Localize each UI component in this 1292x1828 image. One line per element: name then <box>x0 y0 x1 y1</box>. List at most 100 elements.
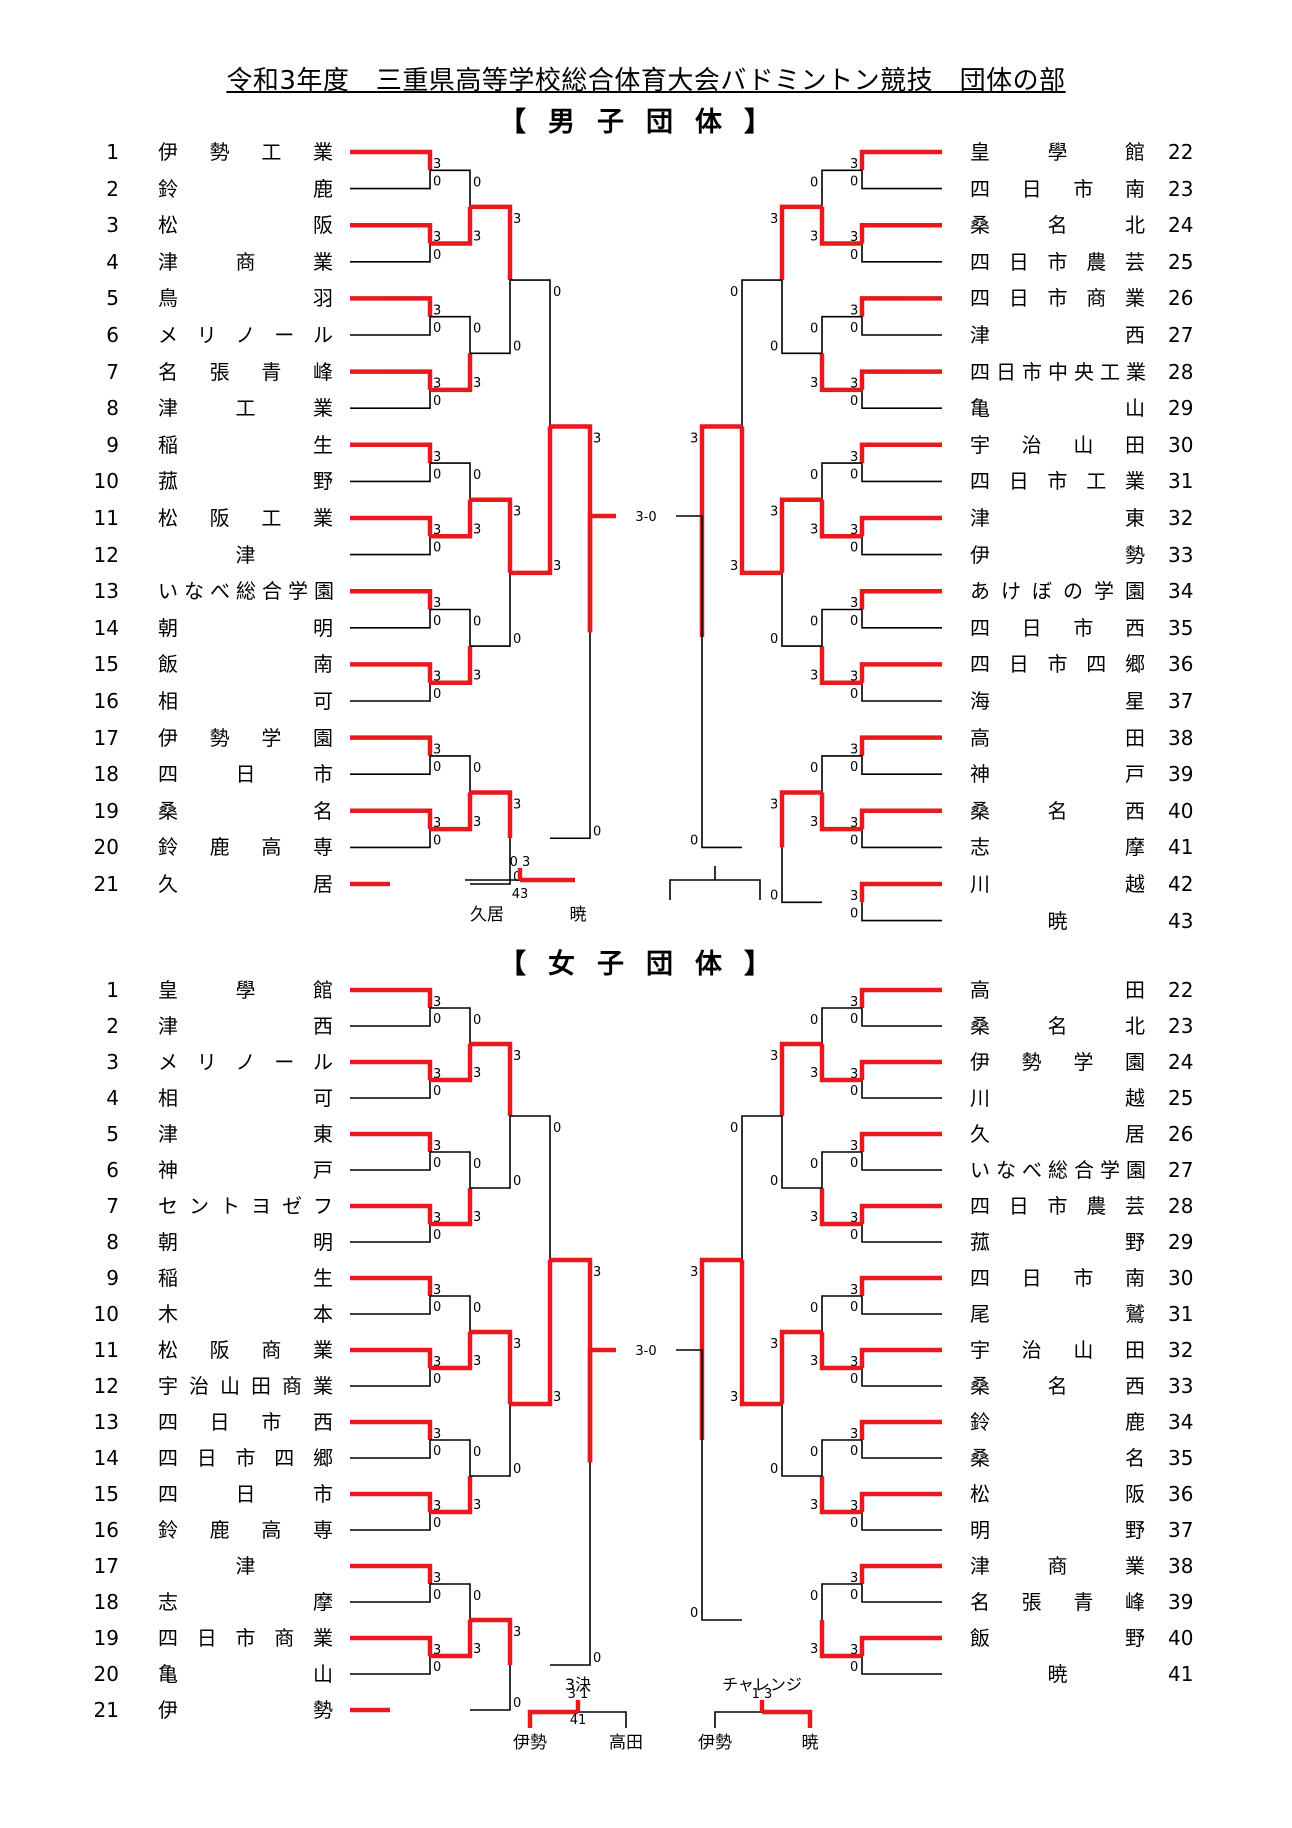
score-label: 3 <box>433 669 441 684</box>
men-right-team-number: 28 <box>1168 359 1194 384</box>
men-right-team-number: 23 <box>1168 176 1194 201</box>
women-left-team-number: 18 <box>93 1590 119 1614</box>
score-label: 3 <box>770 212 778 227</box>
men-left-team-number: 9 <box>106 432 119 457</box>
men-right-team-name: 伊勢 <box>970 542 1145 567</box>
women-challenge-line-left <box>714 1711 762 1728</box>
men-right-team-number: 41 <box>1168 835 1194 860</box>
women-right-team-name: 伊勢学園 <box>970 1050 1145 1074</box>
score-label: 0 <box>433 833 441 848</box>
bracket-line <box>781 280 822 355</box>
bracket-line <box>781 572 822 647</box>
final-line-left <box>587 1347 616 1463</box>
bracket-line <box>430 1332 473 1371</box>
men-right-team-name: 津東 <box>970 506 1145 530</box>
score-label: 3 <box>433 230 441 245</box>
score-label: 0 <box>690 1606 698 1621</box>
score-label: 3 <box>770 505 778 520</box>
women-right-team-name: 川越 <box>970 1086 1145 1110</box>
bracket-line <box>861 1296 902 1315</box>
men-left-team-name: 津商業 <box>158 249 333 274</box>
score-label: 0 <box>433 687 441 702</box>
women-left-team-number: 20 <box>93 1662 119 1686</box>
score-label: 3 <box>770 1049 778 1064</box>
bracket-line <box>550 632 591 840</box>
women-left-team-name: 宇治山田商業 <box>158 1374 333 1398</box>
men-right-team-number: 24 <box>1168 213 1194 238</box>
score-label: 0 <box>850 175 858 190</box>
score-label: 3 <box>433 1139 441 1154</box>
score-label: 0 <box>770 632 778 647</box>
bracket-line <box>550 1462 591 1666</box>
women-left-team-number: 16 <box>93 1518 119 1542</box>
bracket-line <box>390 222 433 244</box>
score-label: 0 <box>473 1157 481 1172</box>
men-left-team-name: 鈴鹿高専 <box>158 835 333 860</box>
score-label: 3 <box>433 1283 441 1298</box>
men-left-team-name: 桑名 <box>158 798 333 823</box>
bracket-line <box>861 1008 902 1027</box>
bracket-line <box>470 1665 511 1711</box>
bracket-line <box>390 316 431 336</box>
final-score-label: 3-0 <box>635 510 656 525</box>
men-left-team-name: 津 <box>235 542 256 567</box>
score-label: 0 <box>850 1228 858 1243</box>
score-label: 3 <box>850 450 858 465</box>
score-label: 3 <box>433 1499 441 1514</box>
bracket-line <box>390 1008 431 1027</box>
score-label: 0 <box>810 468 818 483</box>
bracket-line <box>390 588 433 610</box>
third-place-right-name: 高田 <box>609 1733 643 1753</box>
bracket-line <box>859 808 902 830</box>
women-right-team-number: 23 <box>1168 1014 1194 1038</box>
score-label: 3 <box>593 1265 601 1280</box>
bracket-line <box>550 1257 593 1463</box>
bracket-line <box>741 1115 782 1260</box>
bracket-line <box>819 646 862 685</box>
score-label: 0 <box>513 339 521 354</box>
bracket-line <box>430 1295 471 1332</box>
bracket-line <box>390 170 431 190</box>
score-label: 0 <box>473 322 481 337</box>
men-left-team-number: 17 <box>93 725 119 750</box>
women-left-team-number: 3 <box>106 1050 119 1074</box>
women-left-team-number: 9 <box>106 1266 119 1290</box>
third-place-label: 3決 <box>565 1675 591 1694</box>
bracket-line <box>819 206 862 246</box>
women-left-team-number: 4 <box>106 1086 119 1110</box>
bracket-line <box>390 1203 433 1224</box>
men-right-team-number: 25 <box>1168 249 1194 274</box>
bracket-line <box>390 149 433 171</box>
score-label: 3 <box>850 669 858 684</box>
bracket-line <box>510 1260 553 1407</box>
women-right-team-name: 高田 <box>970 978 1145 1002</box>
women-challenge-label: チャレンジ <box>722 1675 802 1694</box>
score-label: 0 <box>433 175 441 190</box>
bracket-line <box>390 755 431 776</box>
score-label: 0 <box>850 1444 858 1459</box>
score-label: 0 <box>553 285 561 300</box>
men-right-team-number: 35 <box>1168 615 1194 640</box>
score-label: 0 <box>850 1372 858 1387</box>
men-left-team-name: 鳥羽 <box>158 286 333 311</box>
women-left-team-number: 14 <box>93 1446 119 1470</box>
score-label: 3 <box>473 376 481 391</box>
bracket-line <box>430 462 471 500</box>
women-left-team-name: 志摩 <box>158 1590 333 1614</box>
bracket-line <box>859 442 902 464</box>
bracket-line <box>390 369 433 390</box>
bracket-line <box>390 735 433 756</box>
final-score-label: 3-0 <box>635 1344 656 1359</box>
bracket-line <box>470 1041 513 1116</box>
score-label: 0 <box>473 175 481 190</box>
bracket-line <box>861 1080 902 1099</box>
women-left-team-name: セントヨゼフ <box>158 1194 333 1218</box>
score-label: 0 <box>433 1372 441 1387</box>
women-left-team-name: 伊勢 <box>158 1698 333 1722</box>
score-label: 3 <box>850 1427 858 1442</box>
women-right-team-number: 39 <box>1168 1590 1194 1614</box>
third-place-seeds: 41 <box>570 1713 587 1728</box>
women-right-team-name: 尾鷲 <box>970 1302 1145 1326</box>
score-label: 0 <box>433 614 441 629</box>
score-label: 3 <box>433 596 441 611</box>
